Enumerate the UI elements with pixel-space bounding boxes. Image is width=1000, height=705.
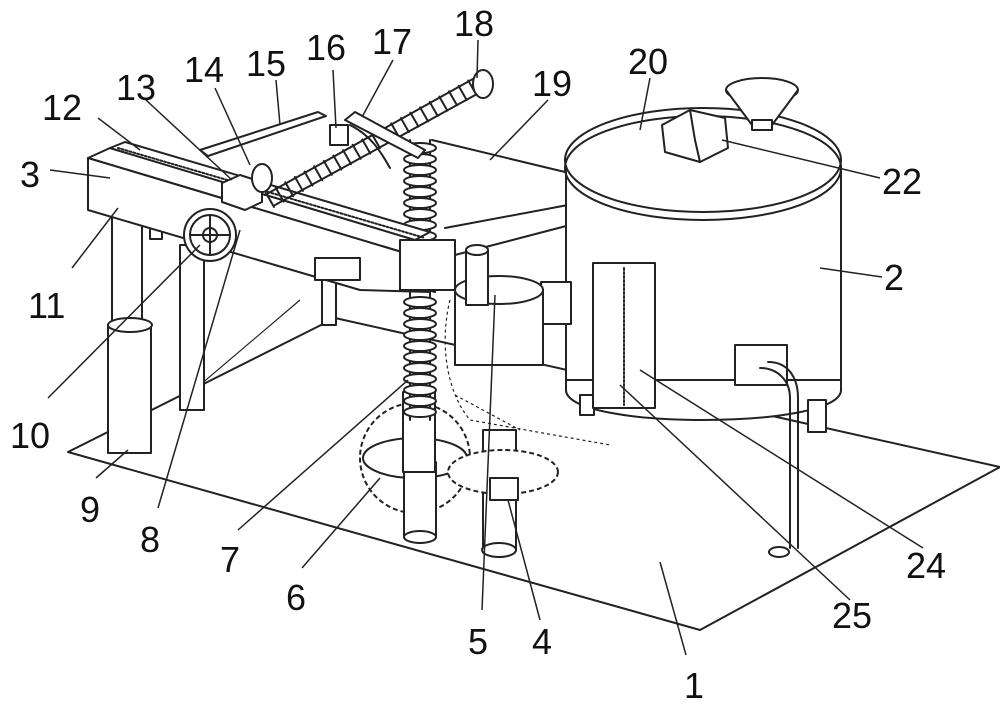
label-17: 17 xyxy=(372,21,412,62)
label-11: 11 xyxy=(28,285,65,326)
screw-thread xyxy=(274,186,285,203)
spring-coil xyxy=(403,164,437,176)
frame-beam xyxy=(87,147,456,293)
screw-thread xyxy=(265,192,275,208)
outlet-box xyxy=(734,344,788,386)
screw-thread xyxy=(322,159,333,176)
label-10: 10 xyxy=(10,415,50,456)
label-20: 20 xyxy=(628,41,668,82)
label-25: 25 xyxy=(832,595,872,636)
leader-lines xyxy=(47,39,924,656)
screw-thread xyxy=(303,170,314,187)
tank xyxy=(540,77,842,558)
label-22: 22 xyxy=(882,161,922,202)
spring-coil xyxy=(403,395,437,407)
screw-thread xyxy=(457,84,468,101)
label-5: 5 xyxy=(468,621,488,662)
spring-coil xyxy=(403,175,437,187)
label-12: 12 xyxy=(42,87,82,128)
spring-coil xyxy=(403,340,437,352)
spring-coil xyxy=(403,307,437,319)
screw-thread xyxy=(293,175,304,192)
label-14: 14 xyxy=(184,49,224,90)
label-2: 2 xyxy=(884,257,904,298)
part-labels: 1 2 3 4 5 6 7 8 9 10 11 12 13 14 15 16 1… xyxy=(10,3,946,705)
label-6: 6 xyxy=(286,577,306,618)
label-1: 1 xyxy=(684,665,704,705)
label-3: 3 xyxy=(20,154,40,195)
label-24: 24 xyxy=(906,545,946,586)
screw-thread xyxy=(332,154,343,171)
spring-coil xyxy=(403,296,437,308)
drive-chain xyxy=(444,299,611,446)
label-8: 8 xyxy=(140,519,160,560)
rear-platform xyxy=(199,139,571,386)
label-15: 15 xyxy=(246,43,286,84)
screw-thread xyxy=(284,181,295,198)
screw-thread xyxy=(447,90,458,107)
spring-coil xyxy=(403,318,437,330)
screw-thread xyxy=(351,143,362,160)
spring-coil xyxy=(403,362,437,374)
screw-thread xyxy=(370,133,381,150)
screw-thread xyxy=(438,95,449,112)
vertical-screw xyxy=(402,139,437,473)
screw-thread xyxy=(419,106,430,123)
screw-thread xyxy=(361,138,372,155)
label-18: 18 xyxy=(454,3,494,44)
rack xyxy=(109,141,431,241)
screw-thread xyxy=(428,100,439,117)
diagonal-arm xyxy=(329,111,426,169)
spring-coil xyxy=(403,186,437,198)
gear-right xyxy=(447,449,559,501)
screw-thread xyxy=(399,117,410,134)
label-7: 7 xyxy=(220,539,240,580)
spring-coil xyxy=(403,197,437,209)
screw-thread xyxy=(409,111,420,128)
motor-block xyxy=(221,163,273,211)
label-9: 9 xyxy=(80,489,100,530)
screw-thread xyxy=(342,149,353,166)
label-19: 19 xyxy=(532,63,572,104)
screw-thread xyxy=(313,165,324,182)
spring-coil xyxy=(403,373,437,385)
top-rail xyxy=(199,111,327,157)
label-4: 4 xyxy=(532,621,552,662)
spring-coil xyxy=(403,384,437,396)
spring-coil xyxy=(403,351,437,363)
spring-coil xyxy=(403,406,437,418)
spring-coil xyxy=(403,329,437,341)
spring-coil xyxy=(403,208,437,220)
label-16: 16 xyxy=(306,27,346,68)
label-13: 13 xyxy=(116,67,156,108)
